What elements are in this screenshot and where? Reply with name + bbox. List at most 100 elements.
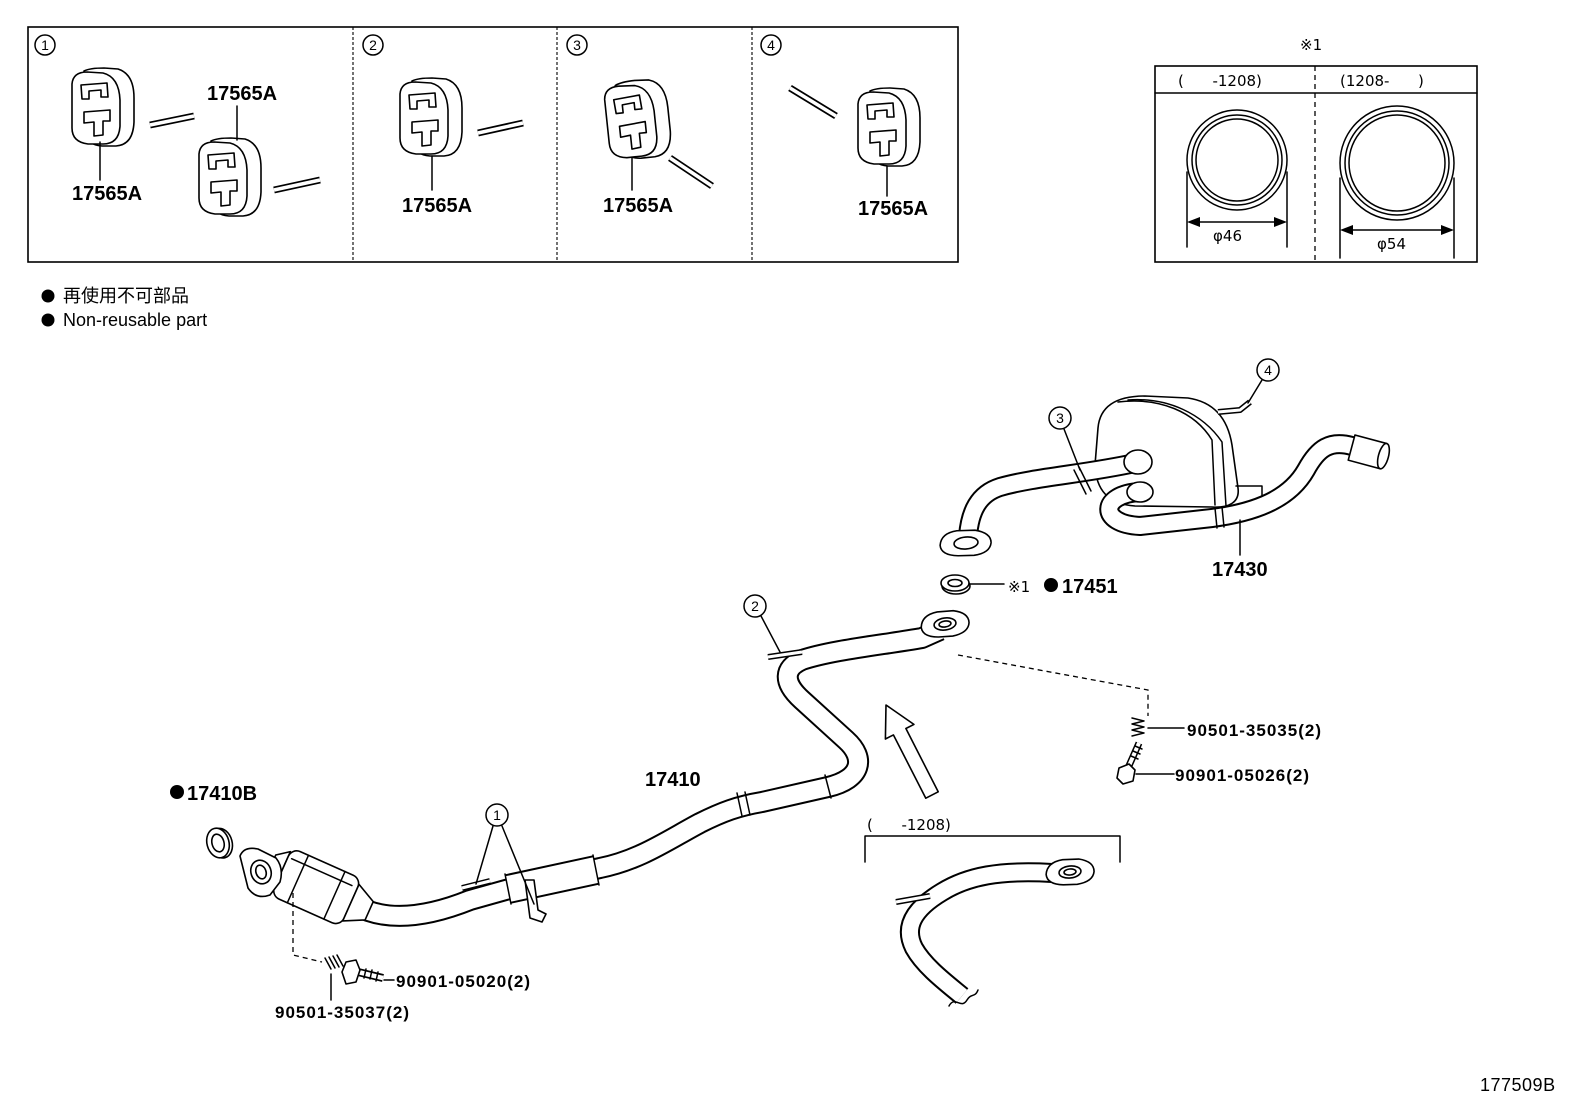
main-callouts: 4 3 2 1 17430 ※1 17451 17410 17410B (170, 358, 1280, 905)
gasket-note-mark: ※1 (1008, 578, 1030, 596)
part-label-17565A: 17565A (858, 198, 928, 220)
hanger-bracket (524, 879, 547, 923)
rod-fill (149, 114, 195, 127)
bracket-lines (1073, 466, 1092, 495)
assembly-dashed-line (957, 654, 1149, 716)
pipe-fill (350, 621, 944, 925)
tail-tip (1347, 434, 1391, 470)
hanger-bracket (1217, 399, 1252, 415)
catalytic-converter (264, 850, 375, 925)
hanger-panel-3: 3 17565A (566, 34, 714, 217)
leader-line (1247, 379, 1263, 404)
panel-index-text: 3 (573, 37, 581, 53)
flange-port (953, 536, 979, 550)
ring-outer (1186, 109, 1288, 211)
pipe-joint (736, 791, 751, 817)
part-label-bolt-front: 90901-05020(2) (396, 972, 531, 991)
gasket-hole (210, 833, 226, 853)
range-right-label: (1208- ) (1340, 72, 1424, 90)
bolt-icon (1116, 741, 1143, 785)
hanger-panel-2: 2 17565A (362, 34, 524, 217)
hanger-panel-4: 4 17565A (760, 34, 928, 220)
muffler-seam (1127, 398, 1227, 507)
gasket-detail: ※1 ( -1208) (1208- ) φ46 (1154, 36, 1478, 263)
insulator-part (198, 137, 262, 217)
arrowhead-icon (1340, 225, 1353, 235)
callout-hanger-2: 2 (743, 594, 781, 653)
callout-number: 2 (751, 598, 759, 614)
spring-icon (324, 954, 344, 970)
hanger-rod (477, 119, 524, 137)
callout-hanger-3: 3 (1048, 406, 1081, 471)
leader-line (760, 615, 781, 653)
gasket-detail-note: ※1 (1300, 36, 1322, 54)
gasket-ring-large (1339, 105, 1455, 221)
pipe-joint (824, 774, 832, 799)
leader-line (475, 825, 535, 905)
index-circle (760, 34, 782, 56)
insulator-part (399, 77, 463, 157)
inset-flange (1045, 858, 1095, 886)
rod-fill (477, 121, 524, 135)
insulator-part (602, 76, 674, 163)
dimension-right: φ54 (1339, 177, 1455, 259)
bolt-thread (363, 968, 379, 982)
callout-number: 3 (1056, 410, 1064, 426)
rod-fill (273, 178, 321, 192)
rear-flange (920, 609, 970, 638)
callout-circle (743, 594, 767, 618)
part-label-17410B: 17410B (187, 783, 257, 805)
part-label-17410: 17410 (645, 769, 701, 791)
panel-3-index: 3 (566, 34, 588, 56)
insulator-part (857, 87, 921, 167)
inset-bracket (864, 835, 1121, 863)
part-label-bolt-rear: 90901-05026(2) (1175, 766, 1310, 785)
rod-fill (767, 650, 803, 659)
non-reusable-marker-icon (1044, 578, 1058, 592)
part-label-spring-front: 90501-35037(2) (275, 1003, 410, 1022)
ring-inner (1348, 114, 1446, 212)
rod-fill (669, 156, 713, 188)
diameter-left-label: φ46 (1213, 227, 1242, 245)
rear-fasteners: 90501-35035(2) 90901-05026(2) (957, 654, 1321, 785)
part-label-17451: 17451 (1062, 576, 1118, 598)
gasket-detail-frame (1154, 65, 1478, 263)
panel-index-text: 4 (767, 37, 775, 53)
ring-mid (1344, 110, 1450, 216)
panel-index-text: 2 (369, 37, 377, 53)
hanger-rod (788, 85, 838, 119)
bolt-head (1116, 763, 1136, 785)
rod-fill (895, 894, 931, 904)
callout-number: 4 (1264, 362, 1272, 378)
hanger-rod (273, 176, 321, 194)
front-flange (939, 529, 992, 557)
callout-hanger-1: 1 (475, 803, 535, 905)
index-circle (34, 34, 56, 56)
muffler-assembly-17430 (939, 395, 1391, 557)
flange-hole (254, 864, 268, 880)
pipe-fill (960, 455, 1137, 537)
index-circle (362, 34, 384, 56)
dimension-left: φ46 (1186, 171, 1288, 248)
resonator-ends (504, 854, 600, 905)
hanger-rod (767, 649, 803, 660)
view-direction-arrow-icon (884, 704, 940, 800)
bolt-icon (341, 959, 384, 985)
hanger-panels-frame (27, 26, 959, 263)
break-mark (948, 989, 979, 1007)
inset-range-label: ( -1208) (867, 816, 951, 834)
gasket-17410B (205, 827, 234, 859)
leader-line (1063, 428, 1081, 471)
part-label-17430: 17430 (1212, 559, 1268, 581)
rod-fill (789, 86, 837, 118)
panel-index-text: 1 (41, 37, 49, 53)
callout-circle (1048, 406, 1072, 430)
hanger-panel-1: 1 17565A 17565A (34, 34, 321, 217)
legend: 再使用不可部品 Non-reusable part (41, 286, 207, 330)
arrowhead-icon (1441, 225, 1454, 235)
converter-outlet (341, 883, 375, 922)
tail-pipe (1099, 434, 1355, 536)
gasket-ring-small (1186, 109, 1288, 211)
bracket-fill (1217, 400, 1251, 414)
